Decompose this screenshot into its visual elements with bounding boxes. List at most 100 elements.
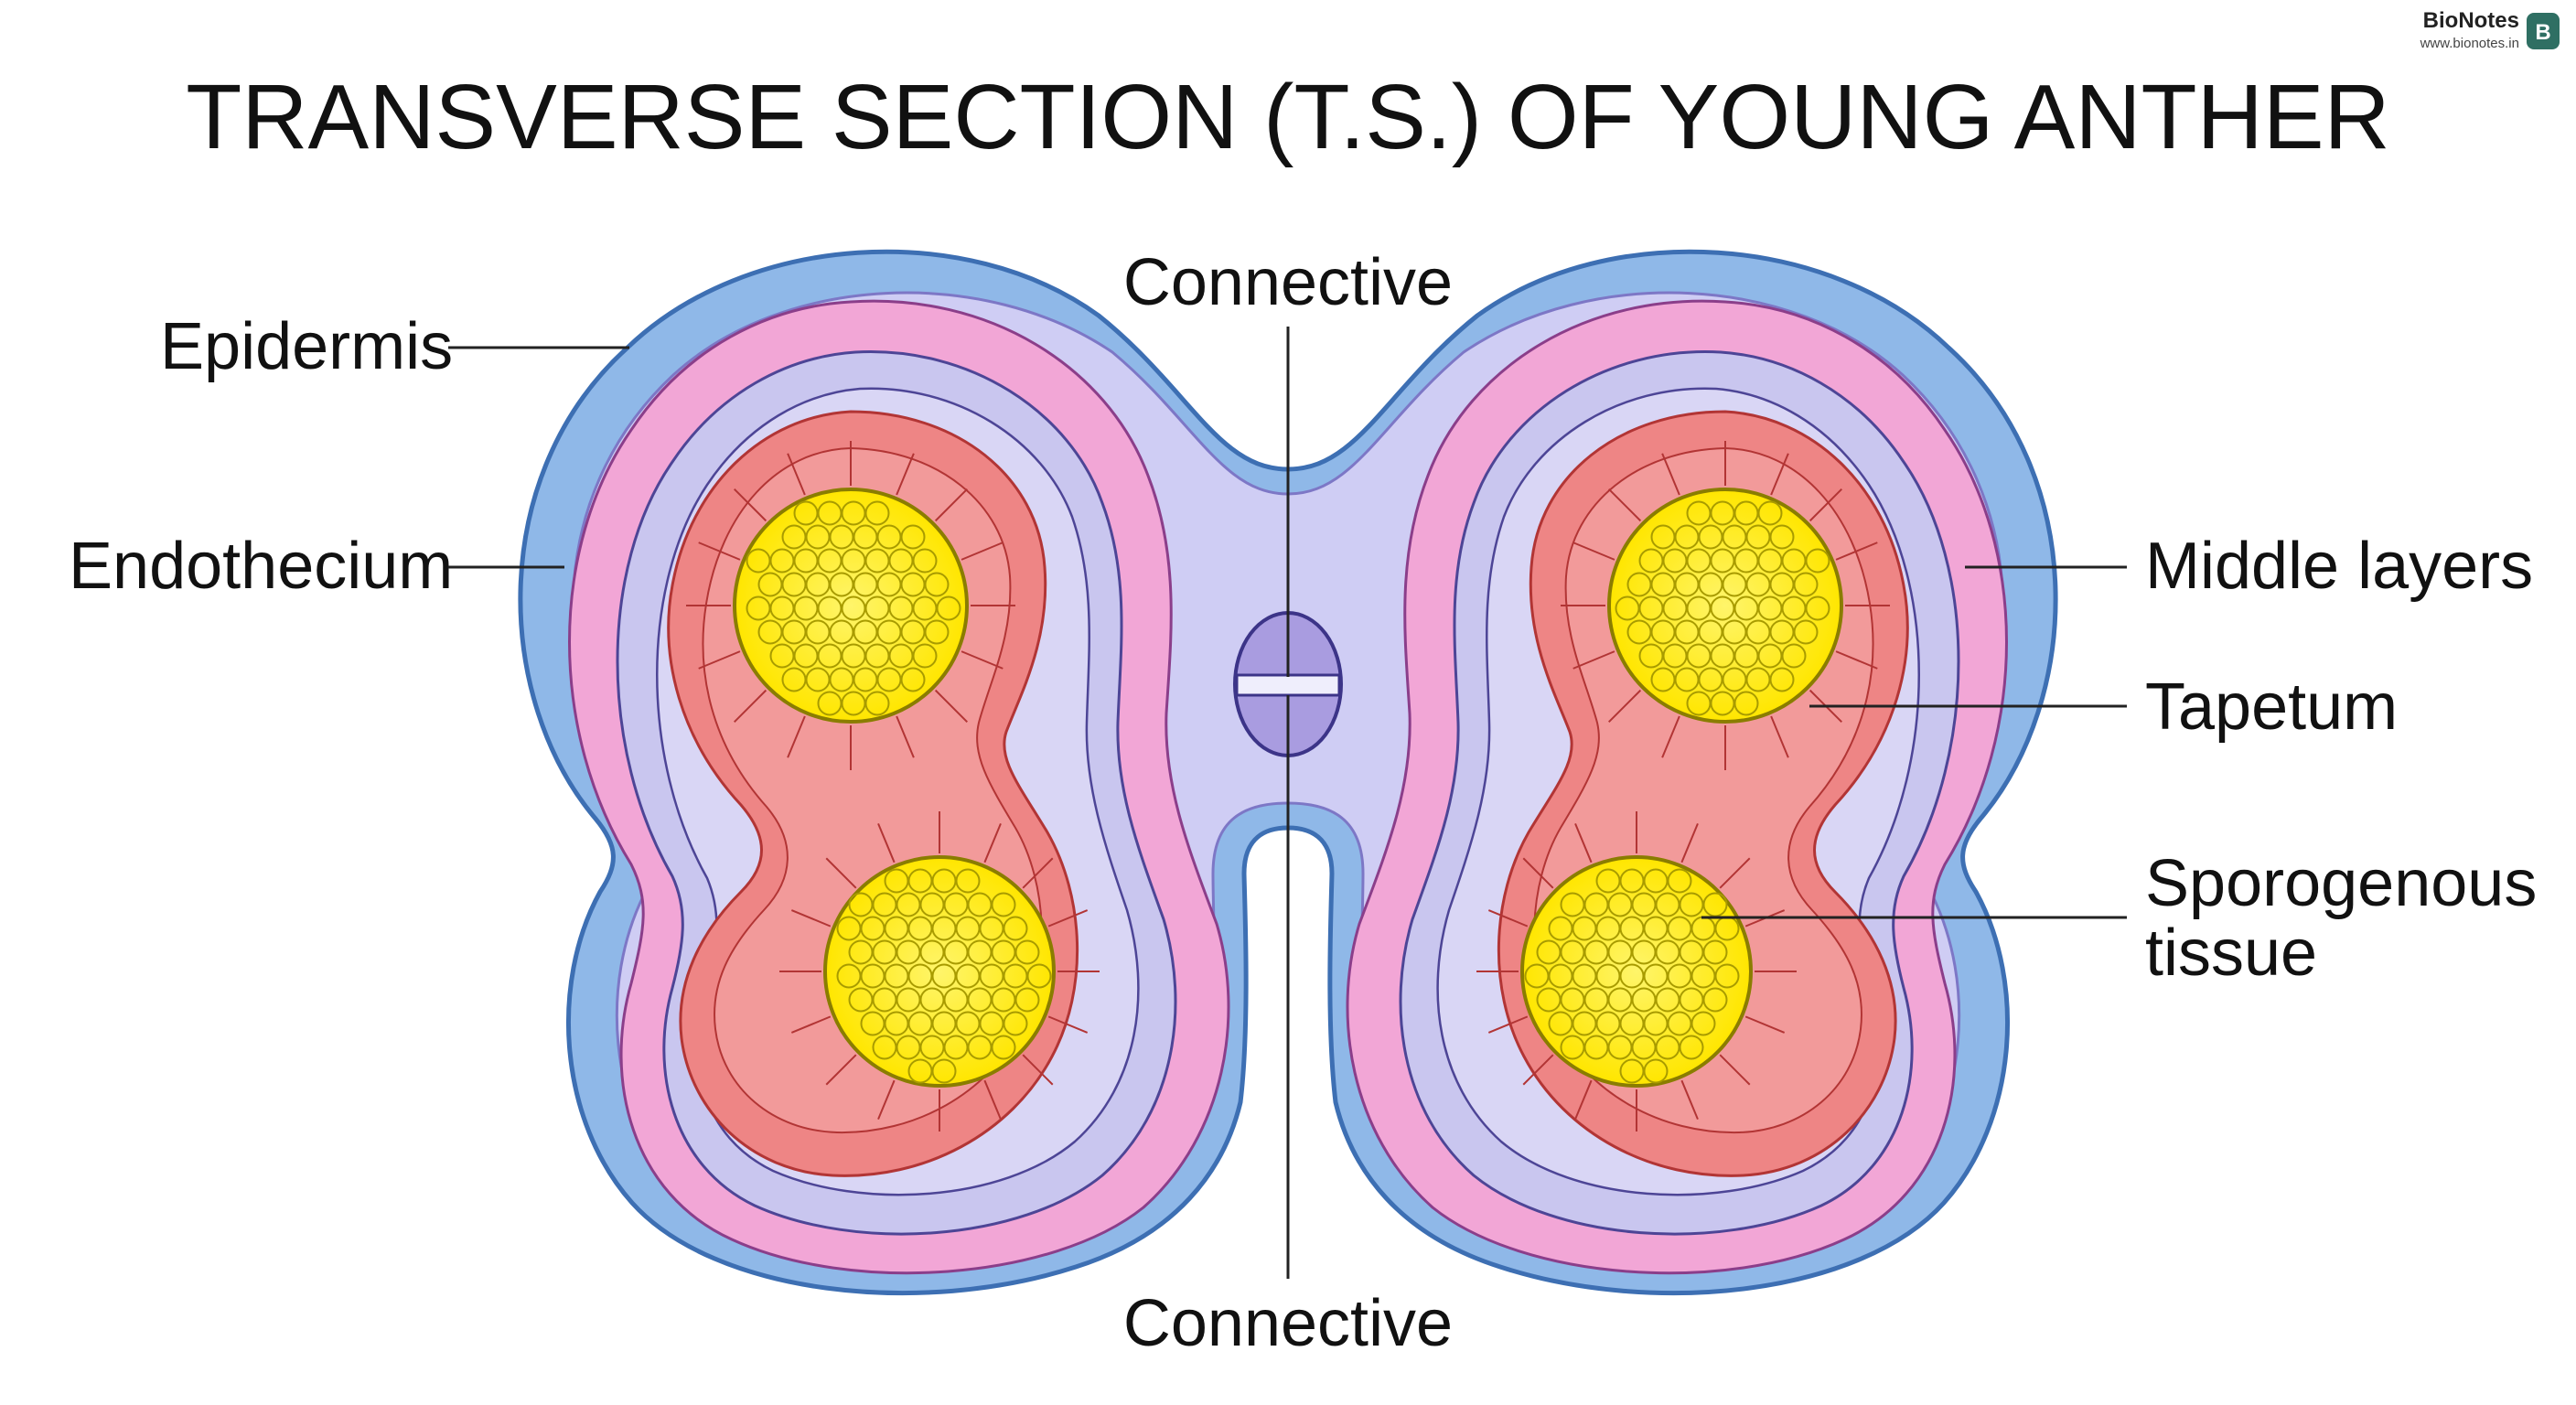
sporogenous-cell	[1003, 1011, 1028, 1036]
tapetum-cell-wall	[1047, 909, 1089, 928]
label-connective-top-text: Connective	[1123, 246, 1453, 319]
label-endothecium-text: Endothecium	[69, 530, 453, 603]
right-lower-sporogenous-tissue	[1520, 855, 1753, 1088]
sporogenous-cell	[1626, 572, 1652, 597]
brand-logo: BioNotes www.bionotes.in B	[2420, 8, 2560, 51]
tapetum-cell-wall	[934, 488, 968, 522]
label-sporogenous-line2: tissue	[2145, 917, 2317, 990]
brand-url: www.bionotes.in	[2420, 36, 2519, 51]
tapetum-cell-wall	[698, 542, 741, 561]
sporogenous-cell	[1560, 892, 1585, 917]
tapetum-cell-wall	[1608, 689, 1642, 723]
label-endothecium: Endothecium	[69, 530, 564, 603]
tapetum-cell-wall	[1487, 1015, 1529, 1034]
sporogenous-cell	[991, 892, 1016, 917]
brand-logo-letter: B	[2535, 20, 2550, 45]
tapetum-cell-wall	[877, 1079, 896, 1121]
tapetum-cell-wall	[1608, 488, 1642, 522]
tapetum-cell-wall	[1719, 1054, 1751, 1086]
sporogenous-cell	[991, 1035, 1016, 1060]
tapetum-cell-wall	[734, 689, 767, 723]
tapetum-cell-wall	[787, 715, 806, 758]
tapetum-cell-wall	[825, 1054, 857, 1086]
label-sporogenous-tissue: Sporogenous tissue	[1701, 847, 2537, 990]
tapetum-cell-wall	[790, 1015, 832, 1034]
sporogenous-cell	[1650, 524, 1676, 550]
tapetum-cell-wall	[1770, 715, 1789, 758]
tapetum-cell-wall	[1572, 542, 1615, 561]
tapetum-cell-wall	[1661, 715, 1680, 758]
tapetum-cell-wall	[1680, 822, 1699, 863]
left-lower-sporogenous-tissue	[823, 855, 1056, 1088]
sporogenous-cell	[1536, 939, 1562, 965]
tapetum-cell-wall	[1770, 453, 1789, 496]
tapetum-cell-wall	[1022, 857, 1054, 889]
tapetum-cell-wall	[896, 453, 915, 496]
tapetum-cell-wall	[1574, 822, 1593, 863]
sporogenous-cell	[1626, 619, 1652, 645]
sporogenous-cell	[1686, 500, 1712, 526]
tapetum-cell-wall	[1661, 453, 1680, 496]
sporogenous-cell	[924, 572, 950, 597]
right-theca	[1346, 299, 2008, 1275]
tapetum-cell-wall	[1809, 488, 1842, 522]
sporogenous-cell	[864, 500, 890, 526]
label-epidermis-text: Epidermis	[160, 310, 453, 383]
right-upper-sporogenous-tissue	[1607, 488, 1843, 724]
label-connective-bottom-text: Connective	[1123, 1287, 1453, 1360]
sporogenous-cell	[955, 868, 981, 894]
tapetum-cell-wall	[787, 453, 806, 496]
label-epidermis: Epidermis	[160, 310, 629, 383]
label-sporogenous-line1: Sporogenous	[2145, 847, 2537, 920]
tapetum-cell-wall	[698, 650, 741, 670]
label-middle-layers: Middle layers	[1965, 530, 2533, 603]
brand-name: BioNotes	[2423, 8, 2519, 33]
sporogenous-cell	[912, 643, 938, 669]
sporogenous-cell	[1026, 963, 1052, 989]
sporogenous-cell	[1014, 987, 1040, 1013]
tapetum-cell-wall	[1680, 1079, 1699, 1121]
left-upper-sporogenous-tissue	[733, 488, 969, 724]
tapetum-cell-wall	[877, 822, 896, 863]
sporogenous-cell	[924, 619, 950, 645]
tapetum-cell-wall	[825, 857, 857, 889]
sporogenous-cell	[900, 524, 926, 550]
label-connective-bottom: Connective	[1123, 695, 1453, 1360]
sporogenous-cell	[912, 548, 938, 574]
sporogenous-cell	[1650, 667, 1676, 692]
tapetum-cell-wall	[983, 1079, 1002, 1121]
tapetum-cell-wall	[983, 822, 1002, 863]
tapetum-cell-wall	[1022, 1054, 1054, 1086]
label-tapetum: Tapetum	[1809, 670, 2398, 744]
sporogenous-cell	[1548, 1011, 1573, 1036]
tapetum-cell-wall	[1574, 1079, 1593, 1121]
tapetum-cell-wall	[1572, 650, 1615, 670]
diagram-title: TRANSVERSE SECTION (T.S.) OF YOUNG ANTHE…	[186, 66, 2390, 168]
tapetum-cell-wall	[1487, 909, 1529, 928]
label-middle-layers-text: Middle layers	[2145, 530, 2533, 603]
sporogenous-cell	[1595, 868, 1621, 894]
label-connective-top: Connective	[1123, 246, 1453, 677]
tapetum-cell-wall	[961, 542, 1004, 561]
sporogenous-cell	[1686, 691, 1712, 716]
sporogenous-cell	[1014, 939, 1040, 965]
tapetum-cell-wall	[1522, 1054, 1554, 1086]
tapetum-cell-wall	[1719, 857, 1751, 889]
sporogenous-cell	[1560, 1035, 1585, 1060]
sporogenous-cell	[864, 691, 890, 716]
tapetum-cell-wall	[734, 488, 767, 522]
tapetum-cell-wall	[790, 909, 832, 928]
sporogenous-cell	[900, 667, 926, 692]
sporogenous-cell	[1003, 916, 1028, 941]
sporogenous-cell	[1615, 595, 1640, 621]
left-theca	[568, 299, 1230, 1275]
tapetum-cell-wall	[896, 715, 915, 758]
sporogenous-cell	[1638, 643, 1664, 669]
brand-logo-badge	[2527, 13, 2560, 49]
tapetum-cell-wall	[1744, 1015, 1786, 1034]
sporogenous-cell	[1524, 963, 1550, 989]
sporogenous-cell	[1536, 987, 1562, 1013]
tapetum-cell-wall	[1047, 1015, 1089, 1034]
label-tapetum-text: Tapetum	[2145, 670, 2398, 744]
tapetum-cell-wall	[1835, 542, 1878, 561]
